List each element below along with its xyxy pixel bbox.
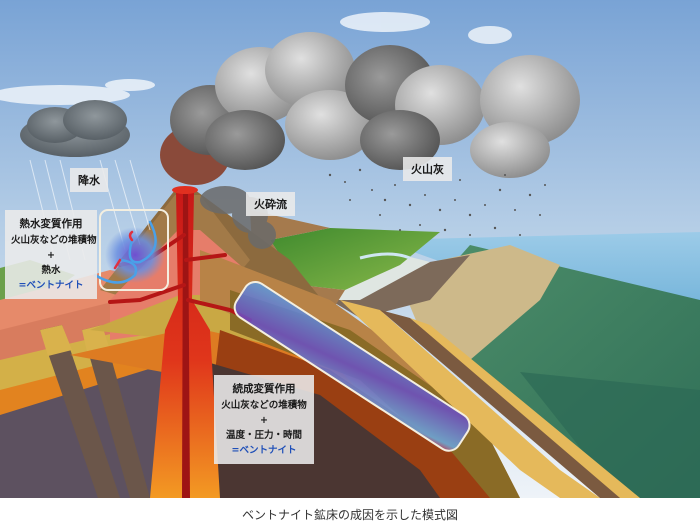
diagenetic-alteration-box: 続成変質作用 火山灰などの堆積物 + 温度・圧力・時間 =ベントナイト [214, 375, 314, 464]
diagenesis-box-result: =ベントナイト [231, 445, 297, 456]
pyroclastic-flow-label: 火砕流 [246, 192, 295, 216]
figure-caption: ベントナイト鉱床の成因を示した模式図 [241, 508, 458, 522]
bentonite-formation-diagram: 降水 火砕流 火山灰 熱水変質作用 火山灰などの堆積物 + 熱水 =ベントナイト… [0, 0, 700, 498]
precipitation-label: 降水 [70, 168, 108, 192]
volcanic-ash-label: 火山灰 [403, 157, 452, 181]
diagenesis-box-title: 続成変質作用 [232, 383, 296, 395]
hydrothermal-zone-outline [99, 209, 169, 291]
geology-illustration [0, 0, 700, 498]
hydrothermal-box-result: =ベントナイト [18, 280, 84, 291]
hydrothermal-alteration-box: 熱水変質作用 火山灰などの堆積物 + 熱水 =ベントナイト [5, 210, 97, 299]
hydrothermal-box-title: 熱水変質作用 [19, 218, 83, 230]
diagenesis-zone-outline [233, 281, 471, 452]
